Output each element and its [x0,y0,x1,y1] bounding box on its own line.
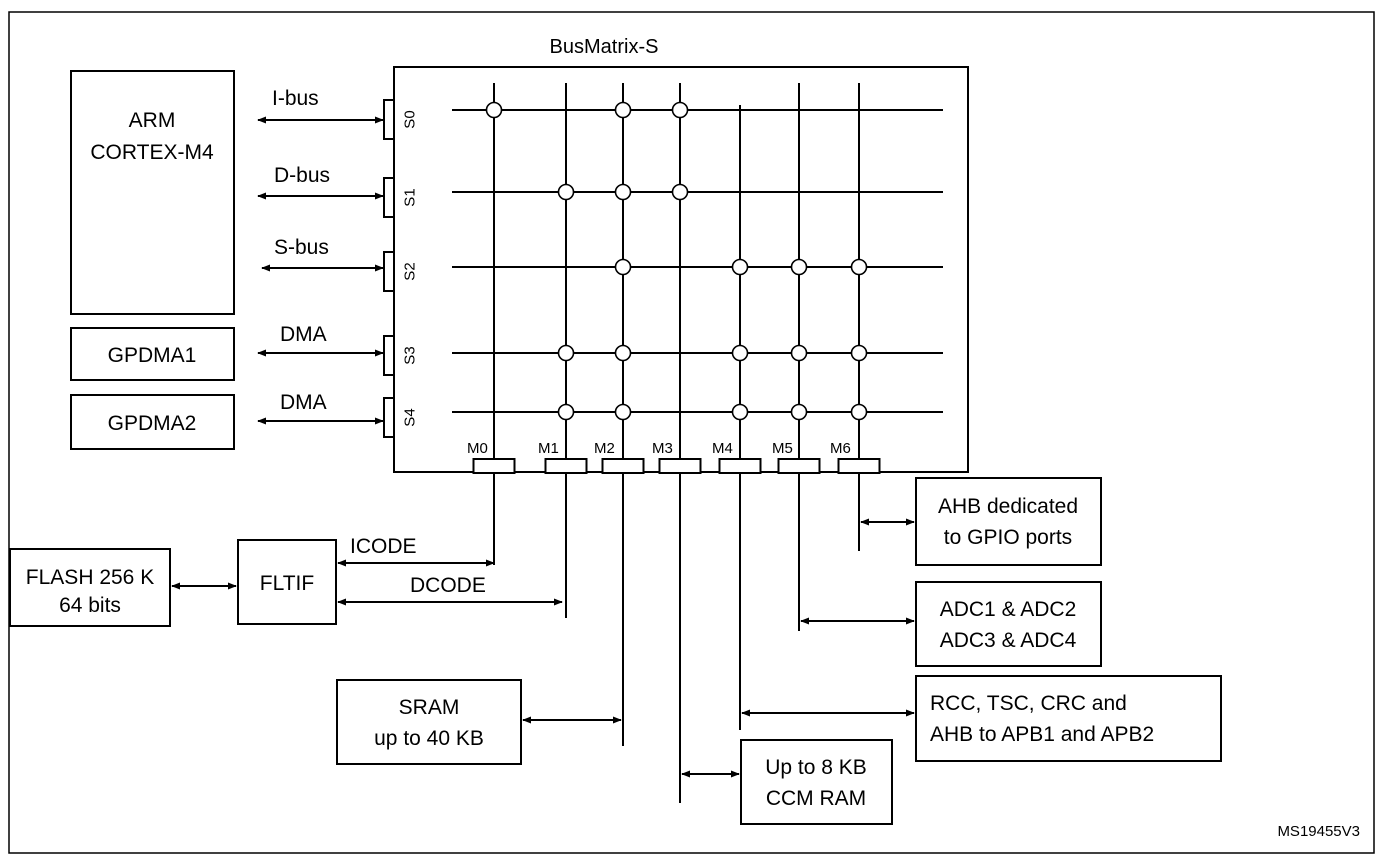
flash-box [9,548,171,627]
fltif-label: FLTIF [260,572,314,595]
node-s4-m6 [850,403,868,421]
master-port-label-m1: M1 [538,440,559,457]
dma2-label: DMA [280,391,327,414]
sram-label-line2: up to 40 KB [374,727,484,750]
master-port-label-m5: M5 [772,440,793,457]
gpdma1-box [70,327,235,381]
node-s3-m6 [850,344,868,362]
slave-port-label-s3: S3 [402,346,419,364]
master-port-label-m0: M0 [467,440,488,457]
slave-port-label-s4: S4 [402,408,419,426]
node-s0-m0 [485,101,503,119]
node-s0-m2 [614,101,632,119]
ibus-label: I-bus [272,87,319,110]
rcc-label-line1: RCC, TSC, CRC and [930,692,1127,715]
node-s3-m1 [557,344,575,362]
adc-box [915,581,1102,667]
icode-label: ICODE [350,535,417,558]
dcode-label: DCODE [410,574,486,597]
slave-port-tab-s1 [383,177,395,218]
node-s2-m2 [614,258,632,276]
flash-label-line1: FLASH 256 K [26,566,154,589]
cpu-block: ARM CORTEX-M4 [70,70,235,315]
rcc-label-line2: AHB to APB1 and APB2 [930,723,1154,746]
master-port-label-m2: M2 [594,440,615,457]
adc-block: ADC1 & ADC2 ADC3 & ADC4 [915,581,1102,667]
cpu-label-line1: ARM [129,109,176,132]
node-s1-m2 [614,183,632,201]
fltif-block: FLTIF [237,539,337,625]
master-port-tab-m2 [601,458,645,474]
slave-port-tab-s0 [383,99,395,140]
node-s4-m5 [790,403,808,421]
gpio-block: AHB dedicated to GPIO ports [915,477,1102,566]
slave-port-label-s1: S1 [402,188,419,206]
master-port-tab-m0 [472,458,516,474]
node-s3-m4 [731,344,749,362]
node-s1-m3 [671,183,689,201]
gpio-label-line2: to GPIO ports [944,526,1072,549]
node-s0-m3 [671,101,689,119]
slave-port-label-s0: S0 [402,110,419,128]
slave-port-tab-s2 [383,251,395,292]
gpdma2-block: GPDMA2 [70,394,235,450]
cpu-box [70,70,235,315]
node-s3-m5 [790,344,808,362]
ccm-label-line1: Up to 8 KB [765,756,867,779]
flash-label-line2: 64 bits [59,594,121,617]
slave-port-tab-s3 [383,335,395,376]
node-s2-m6 [850,258,868,276]
node-s2-m5 [790,258,808,276]
outer-frame [8,11,1375,854]
sram-box [336,679,522,765]
rcc-block: RCC, TSC, CRC and AHB to APB1 and APB2 [915,675,1222,762]
ccm-block: Up to 8 KB CCM RAM [740,739,893,825]
master-port-tab-m5 [777,458,821,474]
slave-port-tab-s4 [383,397,395,438]
slave-buses: I-bus D-bus S-bus DMA DMA [257,87,384,425]
ccm-box [740,739,893,825]
sram-label-line1: SRAM [399,696,460,719]
sbus-label: S-bus [274,236,329,259]
master-port-label-m3: M3 [652,440,673,457]
gpdma2-label: GPDMA2 [108,412,197,435]
rcc-box [915,675,1222,762]
figure-ref-code: MS19455V3 [1277,823,1360,840]
gpio-box [915,477,1102,566]
gpdma2-box [70,394,235,450]
fltif-box [237,539,337,625]
master-port-label-m6: M6 [830,440,851,457]
node-s4-m1 [557,403,575,421]
master-port-label-m4: M4 [712,440,733,457]
dbus-label: D-bus [274,164,330,187]
adc-label-line2: ADC3 & ADC4 [940,629,1077,652]
gpdma1-block: GPDMA1 [70,327,235,381]
master-port-tab-m1 [544,458,588,474]
node-s2-m4 [731,258,749,276]
node-s4-m4 [731,403,749,421]
flash-block: FLASH 256 K 64 bits [9,548,171,627]
gpio-label-line1: AHB dedicated [938,495,1078,518]
slave-port-label-s2: S2 [402,262,419,280]
master-port-tab-m4 [718,458,762,474]
sram-block: SRAM up to 40 KB [336,679,522,765]
node-s4-m2 [614,403,632,421]
matrix-title: BusMatrix-S [550,36,659,58]
master-port-tab-m3 [658,458,702,474]
adc-label-line1: ADC1 & ADC2 [940,598,1077,621]
node-s3-m2 [614,344,632,362]
master-port-tab-m6 [837,458,881,474]
node-s1-m1 [557,183,575,201]
cpu-label-line2: CORTEX-M4 [90,141,214,164]
ccm-label-line2: CCM RAM [766,787,866,810]
master-drop-lines [493,472,860,803]
gpdma1-label: GPDMA1 [108,344,197,367]
dma1-label: DMA [280,323,327,346]
